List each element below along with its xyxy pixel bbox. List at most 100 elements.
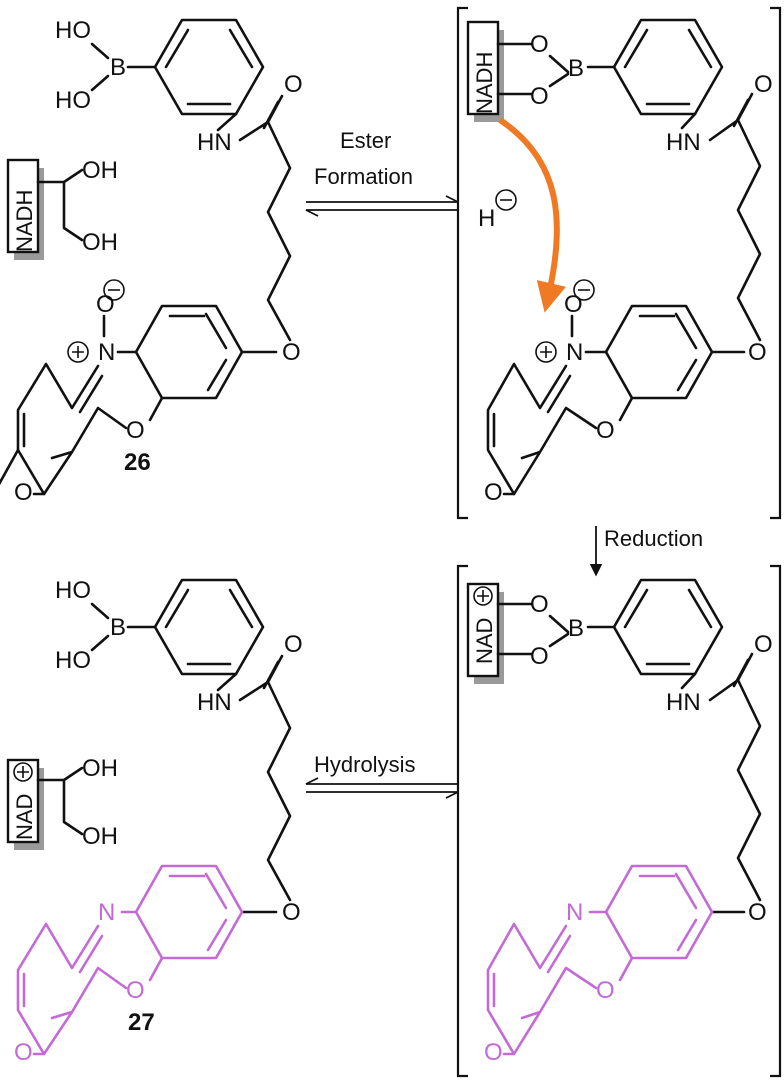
hydroxyl-label: OH: [82, 157, 118, 184]
bridge-oxygen-label: O: [126, 417, 145, 444]
hydride-transfer-arrow: [498, 117, 566, 313]
carbonyl-oxygen-label: O: [754, 631, 773, 658]
forward-arrow: [306, 195, 459, 203]
hydroxyl-label: HO: [55, 647, 91, 674]
phenoxazine-right-ring: [134, 304, 244, 400]
aryl-n-bond: [216, 672, 238, 692]
hydroxyl-label: OH: [82, 823, 118, 850]
resorufin-bridge-bonds: [588, 910, 634, 982]
phenoxazine-bridge-bonds: [584, 350, 634, 422]
boron-label: B: [568, 55, 584, 82]
nadh-box: [6, 158, 40, 254]
compound-27-label: 27: [128, 1009, 155, 1036]
negative-charge-icon: [103, 279, 125, 301]
positive-charge-icon: [13, 762, 33, 782]
phenoxazine-bridge-bonds: [116, 350, 164, 422]
phenoxazine-right-ring: [604, 304, 714, 400]
n-oxide-oxygen-label: O: [564, 291, 583, 318]
step-label-hydrolysis: Hydrolysis: [314, 752, 415, 777]
phenoxazine-left-ring: [16, 362, 128, 496]
negative-charge-icon: [573, 279, 595, 301]
nad-label: NAD: [12, 794, 37, 840]
resorufin-right-ring: [134, 864, 244, 960]
nadh-box: [466, 20, 500, 116]
ester-formation-step: Ester Formation: [305, 128, 459, 217]
ester-oxygen-label: O: [530, 643, 549, 670]
aryl-n-bond: [680, 112, 697, 130]
amide-and-chain-bonds: [238, 94, 292, 342]
nadh-label: NADH: [472, 52, 497, 114]
ether-oxygen-label: O: [282, 899, 301, 926]
boron-label: B: [568, 615, 584, 642]
amide-nh-label: HN: [666, 689, 701, 716]
boronate-ester-bonds: [496, 602, 616, 656]
compound-26-label: 26: [124, 449, 151, 476]
nad-diol: NAD OH OH: [6, 755, 118, 850]
quinone-oxygen-label: O: [14, 1039, 33, 1066]
carbonyl-oxygen-label: O: [284, 71, 303, 98]
reduced-intermediate-structure: NAD O O B HN O O N O O: [456, 564, 782, 1078]
resorufin-right-ring: [604, 864, 714, 960]
left-bracket: [456, 564, 468, 1078]
reduction-step: Reduction: [589, 526, 703, 577]
positive-charge-icon: [477, 590, 489, 602]
phenyl-ring: [153, 18, 265, 116]
bridge-oxygen-label: O: [596, 977, 615, 1004]
nadh-label: NADH: [12, 190, 37, 252]
phenyl-ring: [612, 578, 724, 676]
compound-27-structure: HO HO B HN O O N O O 27: [14, 577, 303, 1066]
left-bracket: [456, 6, 468, 520]
quinone-oxygen-label: O: [484, 1039, 503, 1066]
boronic-acid-bonds: [90, 602, 157, 652]
ether-oxygen-label: O: [282, 339, 301, 366]
amide-and-chain-bonds: [708, 92, 762, 342]
bridge-oxygen-label: O: [596, 417, 615, 444]
boron-label: B: [110, 614, 126, 641]
step-label-formation: Formation: [314, 164, 413, 189]
carbonyl-oxygen-label: O: [284, 631, 303, 658]
reverse-arrow: [306, 791, 459, 799]
positive-charge-icon: [72, 346, 84, 358]
n-oxide-nitrogen-label: N: [98, 339, 115, 366]
positive-charge-icon: [17, 766, 29, 778]
resorufin-left-ring: [486, 922, 598, 1056]
step-label-ester: Ester: [340, 128, 391, 153]
aryl-n-bond: [680, 672, 697, 690]
resorufin-bridge-bonds: [120, 910, 164, 982]
ester-oxygen-label: O: [530, 31, 549, 58]
nadh-diol: NADH OH OH: [6, 157, 118, 260]
phenyl-ring: [612, 18, 724, 116]
diol-bonds: [36, 766, 84, 836]
hydroxyl-label: OH: [82, 229, 118, 256]
hydrolysis-step: Hydrolysis: [305, 752, 459, 799]
hydroxyl-label: OH: [82, 755, 118, 782]
hydride-label: H: [478, 205, 495, 232]
phenoxazine-left-ring: [486, 362, 598, 496]
positive-charge-icon: [535, 341, 557, 363]
resorufin-left-ring: [16, 922, 128, 1056]
step-label-reduction: Reduction: [604, 526, 703, 551]
ether-oxygen-label: O: [748, 339, 767, 366]
boron-label: B: [110, 54, 126, 81]
quinone-oxygen-label: O: [484, 479, 503, 506]
amide-and-chain-bonds: [708, 652, 762, 902]
positive-charge-icon: [67, 341, 89, 363]
positive-charge-icon: [473, 586, 493, 606]
phenyl-ring: [153, 578, 265, 676]
boronate-ester-bonds: [496, 42, 616, 96]
imine-nitrogen-label: N: [566, 899, 583, 926]
ether-oxygen-label: O: [748, 899, 767, 926]
n-oxide-nitrogen-label: N: [566, 339, 583, 366]
nad-label: NAD: [472, 618, 497, 664]
imine-nitrogen-label: N: [98, 899, 115, 926]
carbonyl-bonds: [0, 448, 46, 496]
reverse-arrow: [305, 209, 458, 217]
aryl-n-bond: [216, 112, 238, 132]
boronic-acid-bonds: [90, 42, 157, 92]
diol-bonds: [36, 168, 84, 242]
amide-nh-label: HN: [666, 129, 701, 156]
negative-charge-icon: [495, 189, 517, 211]
carbonyl-oxygen-label: O: [754, 71, 773, 98]
ester-oxygen-label: O: [530, 83, 549, 110]
hydroxyl-label: HO: [55, 17, 91, 44]
